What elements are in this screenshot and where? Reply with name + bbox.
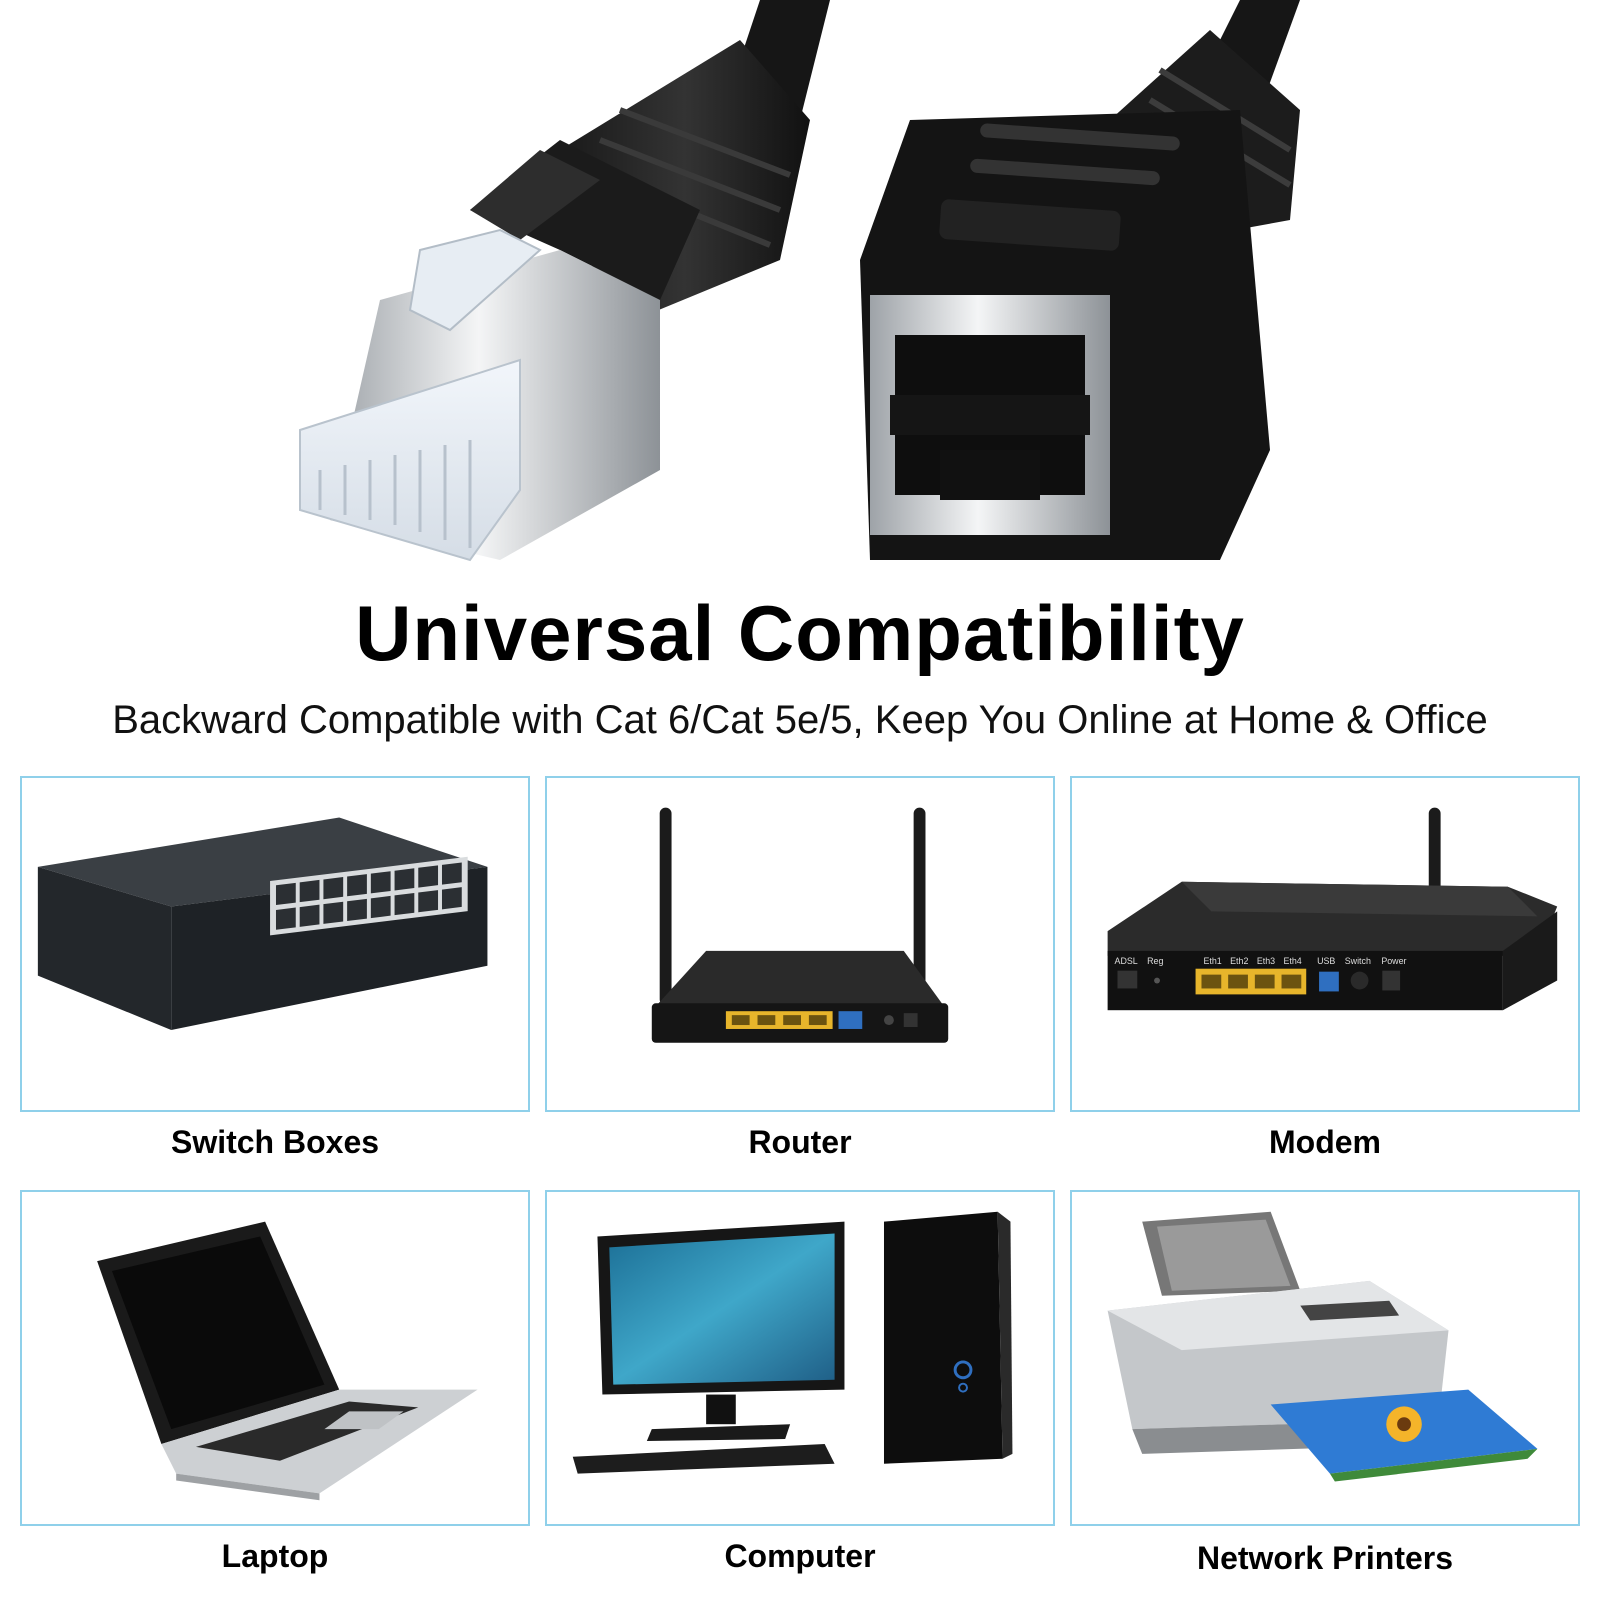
page-title: Universal Compatibility xyxy=(355,589,1245,677)
rj45-female-coupler xyxy=(860,0,1300,560)
printer-icon xyxy=(1107,1211,1538,1482)
tile-router xyxy=(545,776,1055,1112)
port-label-eth4: Eth4 xyxy=(1284,956,1302,966)
port-label-power: Power xyxy=(1381,956,1406,966)
modem-icon: ADSL Reg Eth1 Eth2 Eth3 Eth4 USB Switch … xyxy=(1107,807,1558,1011)
computer-icon xyxy=(572,1211,1013,1474)
port-label-eth1: Eth1 xyxy=(1203,956,1221,966)
tile-laptop xyxy=(20,1190,530,1526)
port-label-switch: Switch xyxy=(1345,956,1371,966)
tile-network-printer xyxy=(1070,1190,1580,1526)
port-label-adsl: ADSL xyxy=(1115,956,1138,966)
switch-box-icon xyxy=(37,817,488,1030)
tile-computer xyxy=(545,1190,1055,1526)
port-label-eth2: Eth2 xyxy=(1230,956,1248,966)
port-label-reg: Reg xyxy=(1147,956,1163,966)
label-network-printers: Network Printers xyxy=(1196,1540,1454,1576)
port-label-usb: USB xyxy=(1317,956,1335,966)
port-label-eth3: Eth3 xyxy=(1257,956,1275,966)
tile-switch-box xyxy=(20,776,530,1112)
label-switch-boxes: Switch Boxes xyxy=(170,1124,380,1160)
hero-connector-image xyxy=(299,0,1300,562)
rj45-male-plug xyxy=(299,0,830,562)
tile-modem: ADSL Reg Eth1 Eth2 Eth3 Eth4 USB Switch … xyxy=(1070,776,1580,1112)
laptop-icon xyxy=(97,1221,478,1501)
router-icon xyxy=(651,807,949,1043)
label-modem: Modem xyxy=(1269,1124,1381,1160)
label-laptop: Laptop xyxy=(221,1538,329,1574)
page-subtitle: Backward Compatible with Cat 6/Cat 5e/5,… xyxy=(112,698,1488,742)
label-computer: Computer xyxy=(724,1538,876,1574)
label-router: Router xyxy=(748,1124,852,1160)
